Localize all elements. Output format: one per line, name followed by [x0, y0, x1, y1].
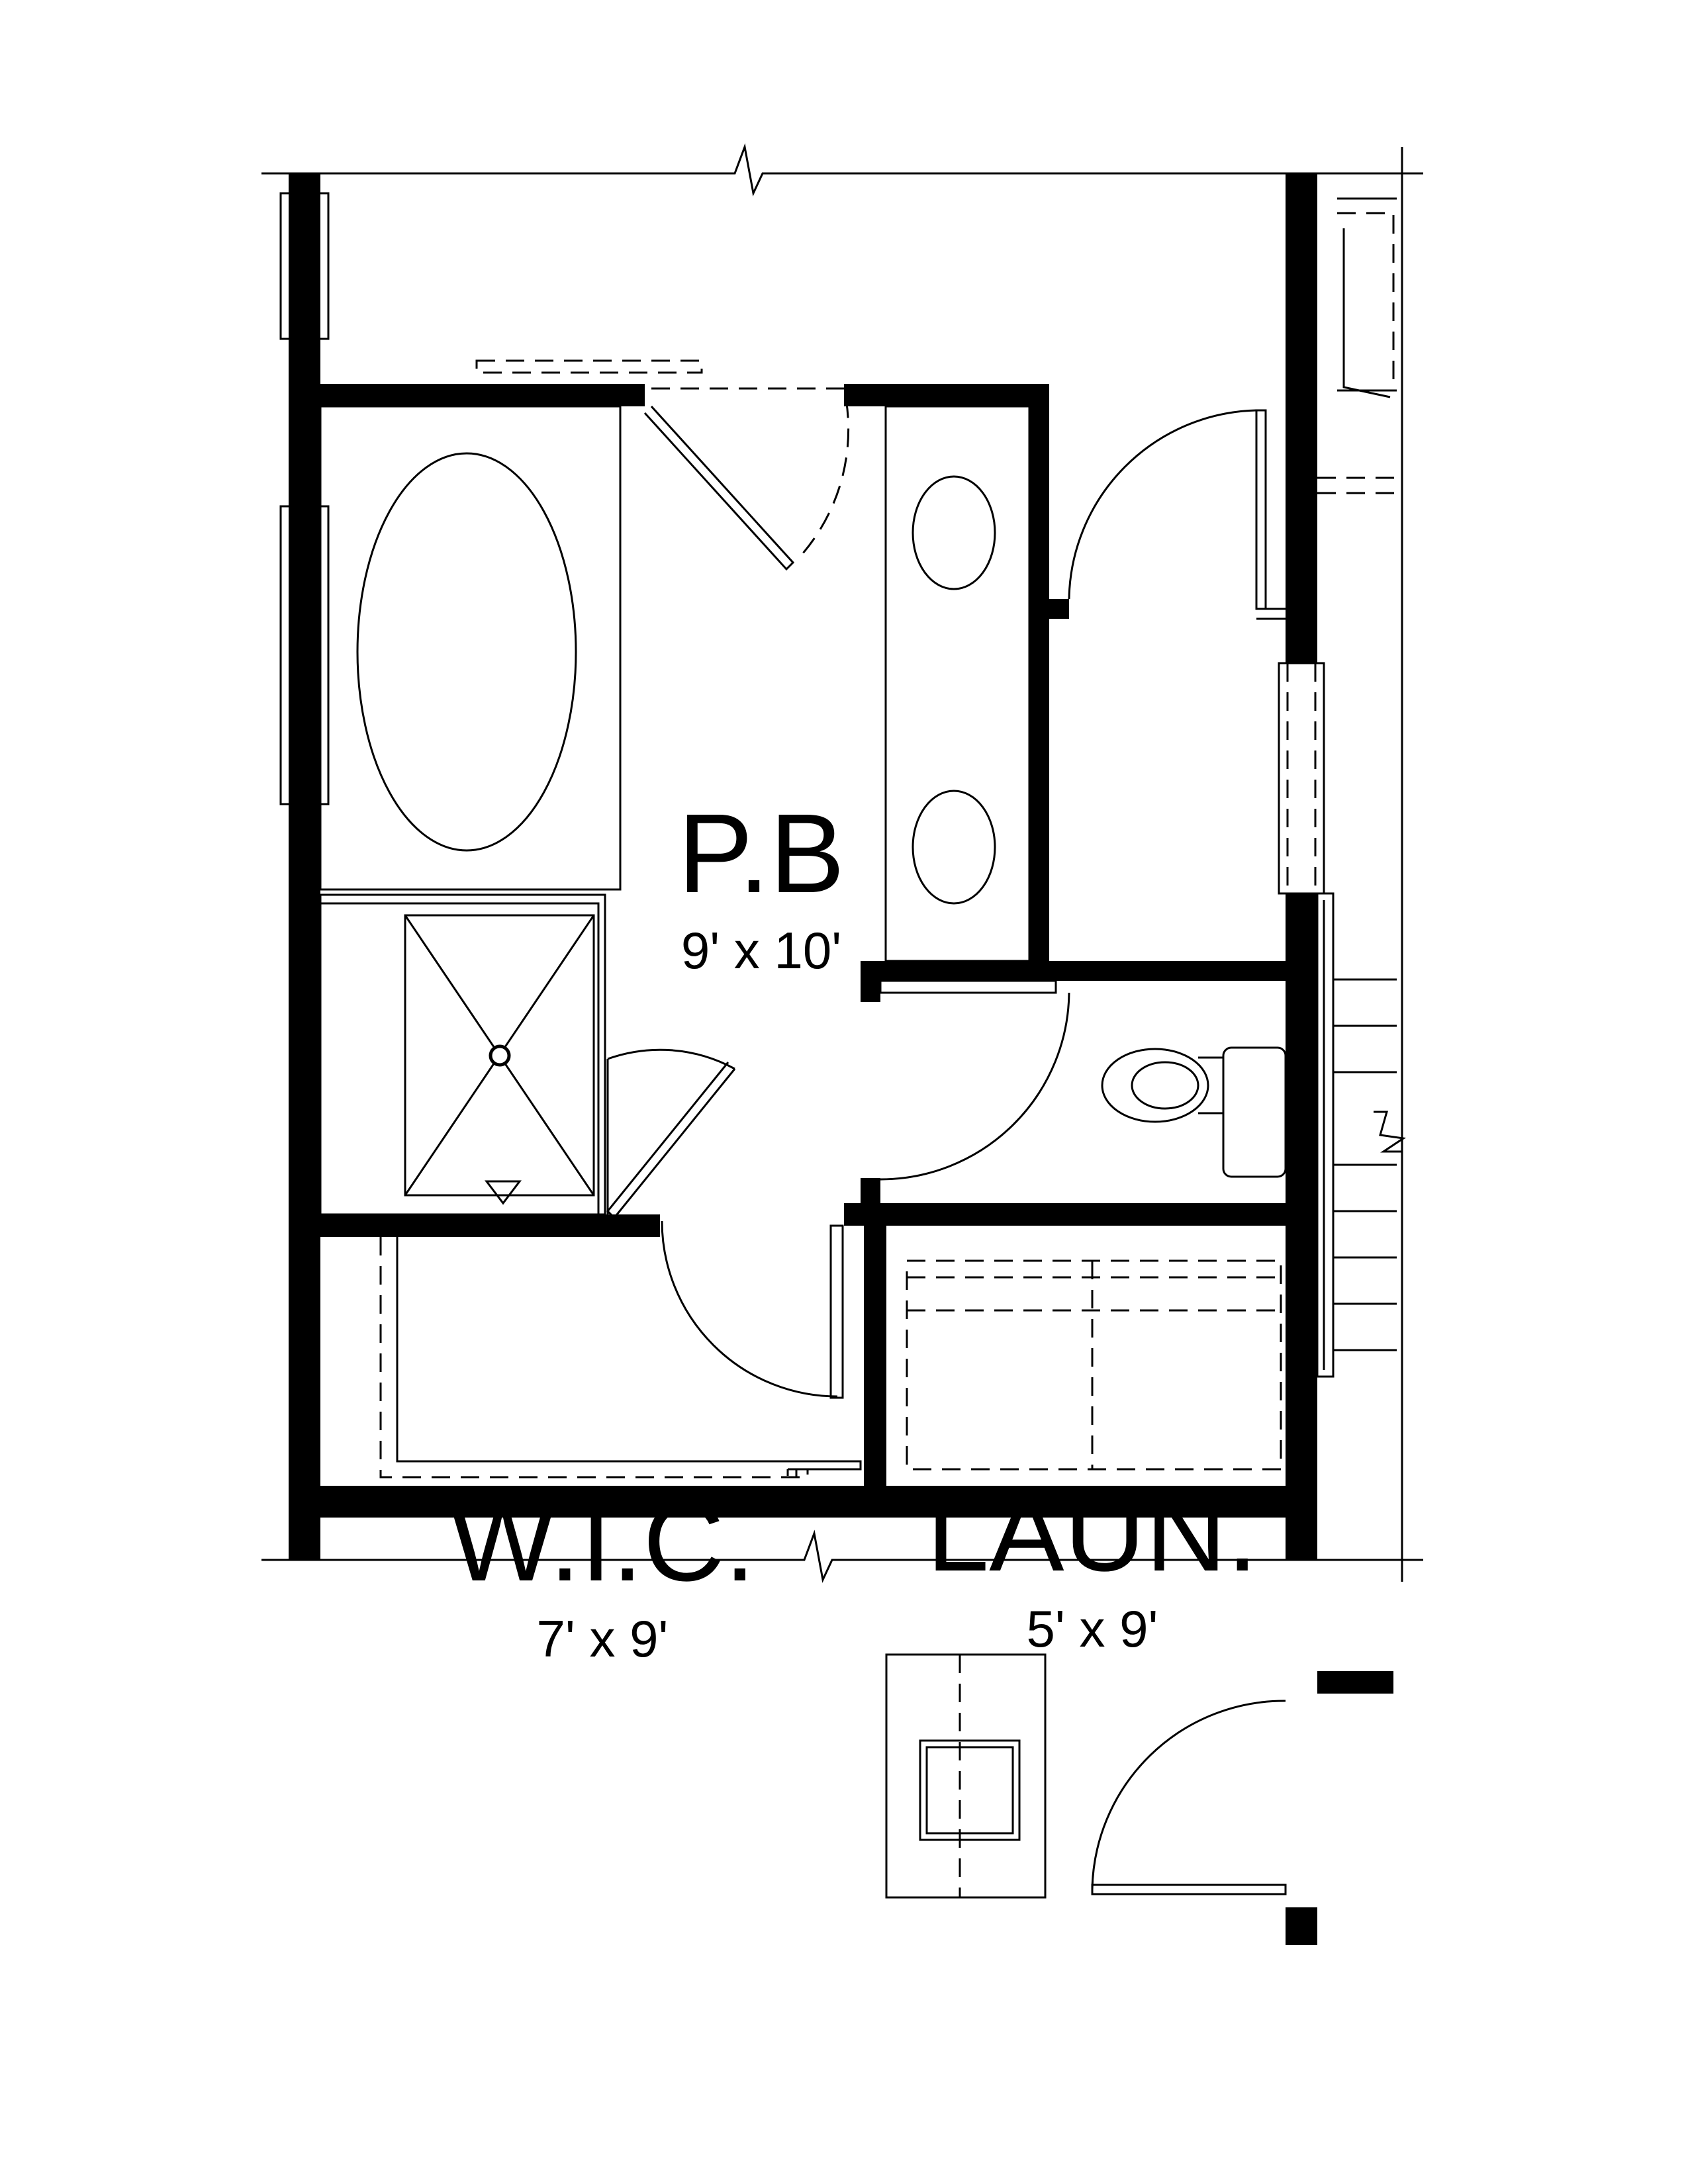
sink-icon: [912, 790, 996, 905]
walk-in-closet-label: W.I.C. 7' x 9': [449, 1486, 756, 1664]
water-heater: [885, 1653, 1047, 1899]
laundry-label: LAUN. 5' x 9': [927, 1476, 1258, 1655]
closet-door: [661, 1220, 862, 1471]
hall-door: [1068, 409, 1286, 620]
washer-dryer: [906, 1259, 1282, 1471]
room-dimensions: 9' x 10': [680, 921, 842, 979]
bath-entry-door: [643, 387, 850, 571]
shower: [319, 893, 736, 1220]
break-lines: [261, 143, 1423, 1583]
dashed-overhead: [475, 197, 1397, 1351]
oval-tub: [319, 405, 622, 891]
toilet-room: [879, 979, 1287, 1181]
room-name: LAUN.: [926, 1469, 1258, 1595]
toilet-icon: [1101, 1046, 1287, 1178]
walls: [289, 173, 1393, 1945]
primary-bath-label: P.B 9' x 10': [678, 797, 845, 976]
room-dimensions: 5' x 9': [1026, 1600, 1158, 1658]
double-vanity: [884, 405, 1031, 962]
closet-shelving: [379, 1237, 809, 1479]
room-dimensions: 7' x 9': [536, 1610, 669, 1668]
sink-icon: [912, 475, 996, 590]
drain-icon: [489, 1044, 511, 1067]
room-name: W.I.C.: [449, 1479, 756, 1605]
laundry-exterior-door: [1091, 1700, 1287, 1895]
room-name: P.B: [677, 791, 845, 917]
windows: [279, 192, 1335, 1378]
